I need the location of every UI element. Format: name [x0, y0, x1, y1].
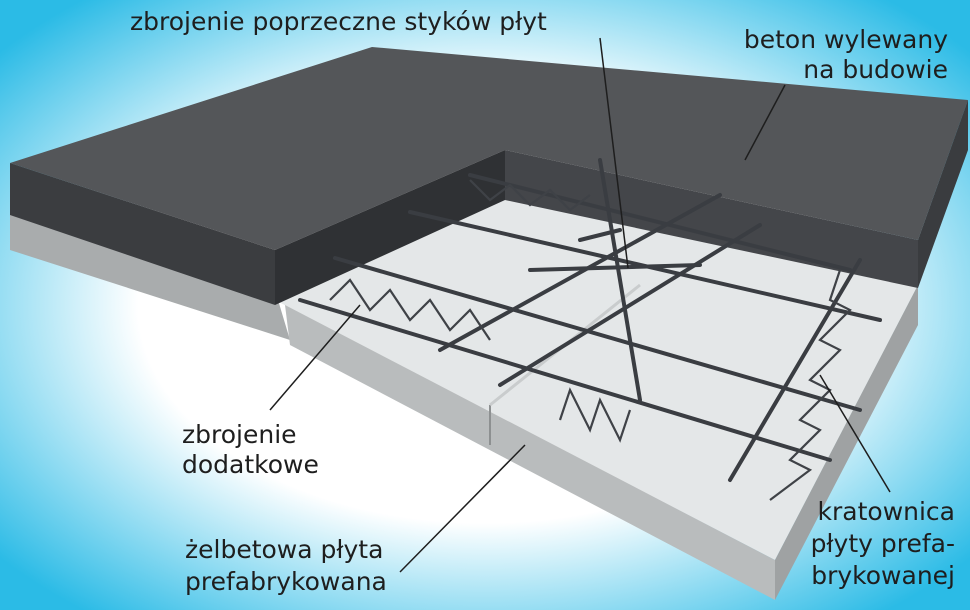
cast-in-place-concrete — [10, 47, 968, 305]
label-text: żelbetowa płyta — [185, 535, 383, 564]
label-precast-slab: żelbetowa płyta prefabrykowana — [185, 444, 526, 596]
label-cast-concrete: beton wylewany na budowie — [744, 25, 948, 161]
label-text: zbrojenie — [182, 420, 297, 449]
label-truss: kratownica płyty prefa- brykowanej — [811, 374, 955, 590]
label-additional-reinforcement: zbrojenie dodatkowe — [182, 304, 361, 479]
label-text: kratownica — [818, 497, 955, 526]
reinforcement — [298, 158, 882, 501]
label-text: brykowanej — [811, 561, 955, 590]
label-text: dodatkowe — [182, 450, 319, 479]
label-text: beton wylewany — [744, 25, 948, 54]
label-text: płyty prefa- — [811, 529, 955, 558]
label-text: na budowie — [803, 55, 948, 84]
label-text: prefabrykowana — [185, 567, 387, 596]
label-text: zbrojenie poprzeczne styków płyt — [130, 7, 547, 36]
label-transverse-reinforcement: zbrojenie poprzeczne styków płyt — [130, 7, 629, 269]
